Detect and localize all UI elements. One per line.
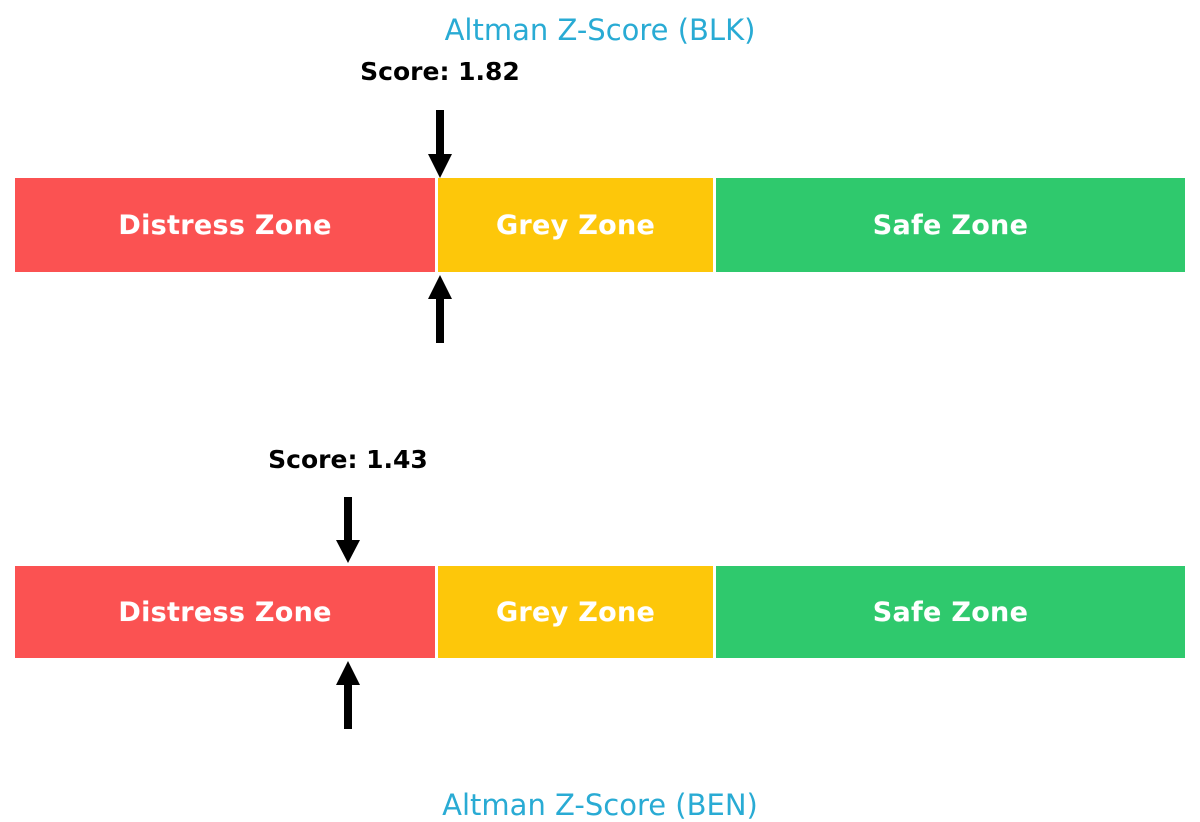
zone-bar-ben: Distress Zone Grey Zone Safe Zone xyxy=(15,566,1185,658)
zone-label-safe: Safe Zone xyxy=(872,209,1029,241)
score-label-blk: Score: 1.82 xyxy=(360,57,520,86)
zone-label-distress: Distress Zone xyxy=(118,209,332,241)
zone-grey-blk[interactable]: Grey Zone xyxy=(438,178,713,272)
down-arrow-icon xyxy=(333,497,363,565)
up-arrow-icon xyxy=(333,661,363,729)
chart-title-blk: Altman Z-Score (BLK) xyxy=(444,13,756,47)
zone-label-distress: Distress Zone xyxy=(118,596,332,628)
zone-safe-blk[interactable]: Safe Zone xyxy=(715,178,1185,272)
zone-distress-blk[interactable]: Distress Zone xyxy=(15,178,436,272)
zone-distress-ben[interactable]: Distress Zone xyxy=(15,566,436,658)
zone-grey-ben[interactable]: Grey Zone xyxy=(438,566,713,658)
zone-bar-blk: Distress Zone Grey Zone Safe Zone xyxy=(15,178,1185,272)
up-arrow-icon xyxy=(425,275,455,343)
chart-panel-ben: Altman Z-Score (BEN) Score: 1.43 Distres… xyxy=(0,387,1200,822)
zone-label-grey: Grey Zone xyxy=(495,596,656,628)
chart-title-ben: Altman Z-Score (BEN) xyxy=(442,788,758,822)
chart-panel-blk: Altman Z-Score (BLK) Score: 1.82 Distres… xyxy=(0,0,1200,387)
zone-label-grey: Grey Zone xyxy=(495,209,656,241)
zone-safe-ben[interactable]: Safe Zone xyxy=(715,566,1185,658)
zone-label-safe: Safe Zone xyxy=(872,596,1029,628)
down-arrow-icon xyxy=(425,110,455,180)
score-label-ben: Score: 1.43 xyxy=(268,445,428,474)
